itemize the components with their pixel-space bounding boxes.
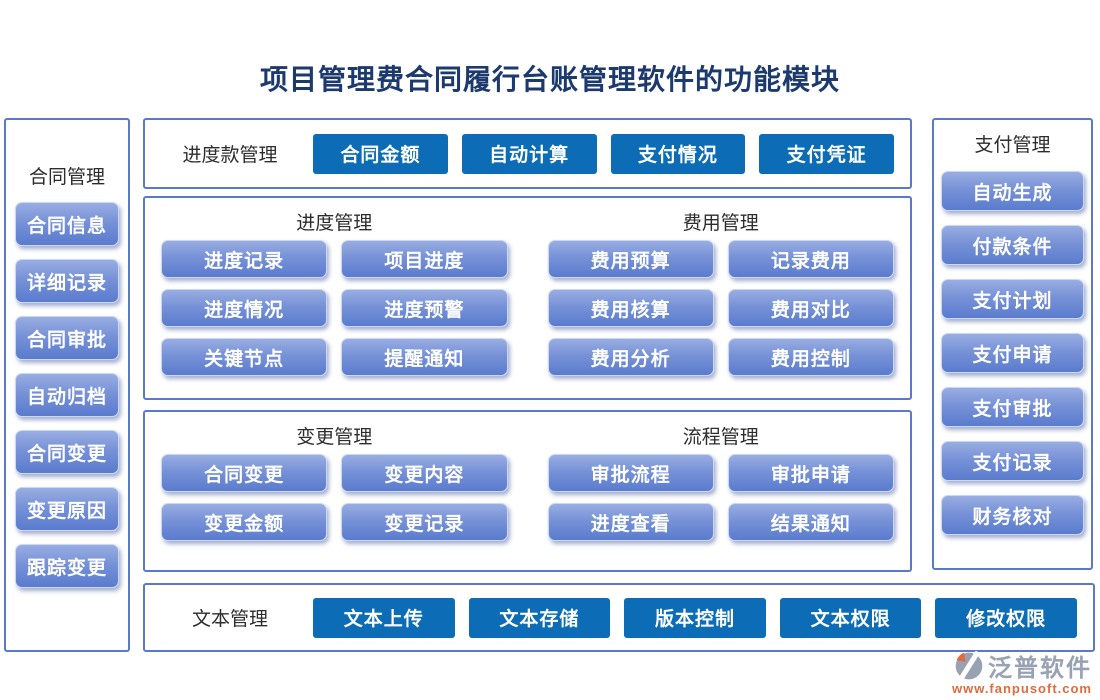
fanpu-logo-url: www.fanpusoft.com (951, 681, 1092, 696)
module-button-cost-control[interactable]: 费用控制 (727, 338, 894, 376)
group-title-progress: 进度管理 (296, 212, 373, 234)
group-grid-process: 审批流程 审批申请 进度查看 结果通知 (547, 454, 894, 541)
module-button-cost-compare[interactable]: 费用对比 (727, 289, 894, 327)
module-button-payment-terms[interactable]: 付款条件 (941, 225, 1084, 265)
group-grid-progress: 进度记录 项目进度 进度情况 进度预警 关键节点 提醒通知 (161, 240, 508, 376)
sidebar-payment-management: 支付管理 自动生成 付款条件 支付计划 支付申请 支付审批 支付记录 财务核对 (932, 118, 1093, 570)
module-button-cost-budget[interactable]: 费用预算 (547, 240, 714, 278)
module-button-payment-apply[interactable]: 支付申请 (941, 333, 1084, 373)
module-button-cost-analysis[interactable]: 费用分析 (547, 338, 714, 376)
module-button-result-notice[interactable]: 结果通知 (727, 503, 894, 541)
module-button-cost-accounting[interactable]: 费用核算 (547, 289, 714, 327)
module-button-auto-generate[interactable]: 自动生成 (941, 171, 1084, 211)
module-button-contract-amount[interactable]: 合同金额 (313, 133, 448, 174)
module-button-change-content[interactable]: 变更内容 (341, 454, 508, 492)
module-button-project-progress[interactable]: 项目进度 (341, 240, 508, 278)
module-button-track-change[interactable]: 跟踪变更 (15, 544, 119, 588)
module-button-contract-info[interactable]: 合同信息 (15, 202, 119, 246)
panel-title-payment-management: 支付管理 (974, 134, 1051, 156)
module-button-text-permission[interactable]: 文本权限 (779, 597, 922, 638)
module-button-approval-apply[interactable]: 审批申请 (727, 454, 894, 492)
fanpu-logo: 泛普软件 www.fanpusoft.com (952, 648, 1092, 696)
group-grid-cost: 费用预算 记录费用 费用核算 费用对比 费用分析 费用控制 (547, 240, 894, 376)
module-button-remind-notice[interactable]: 提醒通知 (341, 338, 508, 376)
module-button-text-upload[interactable]: 文本上传 (313, 597, 455, 638)
module-button-contract-approval[interactable]: 合同审批 (15, 316, 119, 360)
fanpu-logo-icon (954, 650, 984, 681)
module-button-contract-change[interactable]: 合同变更 (15, 430, 119, 474)
module-button-change-reason[interactable]: 变更原因 (15, 487, 119, 531)
group-title-change: 变更管理 (296, 426, 373, 448)
module-button-progress-record[interactable]: 进度记录 (161, 240, 328, 278)
section-change-and-process: 变更管理 合同变更 变更内容 变更金额 变更记录 流程管理 审批流程 审批申请 … (143, 410, 912, 572)
module-button-version-control[interactable]: 版本控制 (624, 597, 766, 638)
bar-label-document: 文本管理 (191, 608, 268, 630)
module-button-finance-check[interactable]: 财务核对 (941, 495, 1084, 535)
module-button-text-storage[interactable]: 文本存储 (468, 597, 611, 638)
module-button-progress-view[interactable]: 进度查看 (547, 503, 714, 541)
fanpu-logo-brand: 泛普软件 (988, 655, 1092, 682)
module-button-cost-record[interactable]: 记录费用 (727, 240, 894, 278)
module-button-progress-warning[interactable]: 进度预警 (341, 289, 508, 327)
panel-title-contract-management: 合同管理 (28, 166, 105, 188)
module-button-auto-calculate[interactable]: 自动计算 (461, 133, 597, 174)
group-title-process: 流程管理 (682, 426, 759, 448)
group-grid-change: 合同变更 变更内容 变更金额 变更记录 (161, 454, 508, 541)
group-process-management: 流程管理 审批流程 审批申请 进度查看 结果通知 (547, 420, 894, 570)
module-button-change-contract[interactable]: 合同变更 (161, 454, 328, 492)
module-button-change-amount[interactable]: 变更金额 (161, 503, 328, 541)
page-title: 项目管理费合同履行台账管理软件的功能模块 (259, 63, 840, 96)
group-progress-management: 进度管理 进度记录 项目进度 进度情况 进度预警 关键节点 提醒通知 (161, 206, 508, 398)
module-button-payment-record[interactable]: 支付记录 (941, 441, 1084, 481)
module-button-payment-plan[interactable]: 支付计划 (941, 279, 1084, 319)
module-button-approval-process[interactable]: 审批流程 (547, 454, 714, 492)
module-button-payment-approval[interactable]: 支付审批 (941, 387, 1084, 427)
module-button-payment-status[interactable]: 支付情况 (610, 133, 746, 174)
bar-progress-payment-management: 进度款管理 合同金额 自动计算 支付情况 支付凭证 (143, 118, 912, 189)
section-progress-and-cost: 进度管理 进度记录 项目进度 进度情况 进度预警 关键节点 提醒通知 费用管理 … (143, 196, 912, 400)
sidebar-contract-management: 合同管理 合同信息 详细记录 合同审批 自动归档 合同变更 变更原因 跟踪变更 (4, 118, 130, 652)
module-button-payment-voucher[interactable]: 支付凭证 (759, 133, 894, 174)
group-change-management: 变更管理 合同变更 变更内容 变更金额 变更记录 (161, 420, 508, 570)
module-button-auto-archive[interactable]: 自动归档 (15, 373, 119, 417)
bar-document-management: 文本管理 文本上传 文本存储 版本控制 文本权限 修改权限 (143, 583, 1095, 652)
module-button-modify-permission[interactable]: 修改权限 (935, 597, 1077, 638)
module-button-key-node[interactable]: 关键节点 (161, 338, 328, 376)
group-cost-management: 费用管理 费用预算 记录费用 费用核算 费用对比 费用分析 费用控制 (547, 206, 894, 398)
module-button-change-record[interactable]: 变更记录 (341, 503, 508, 541)
module-button-progress-situation[interactable]: 进度情况 (161, 289, 328, 327)
module-button-detail-record[interactable]: 详细记录 (15, 259, 119, 303)
bar-label-progress-payment: 进度款管理 (182, 144, 278, 166)
group-title-cost: 费用管理 (682, 212, 759, 234)
